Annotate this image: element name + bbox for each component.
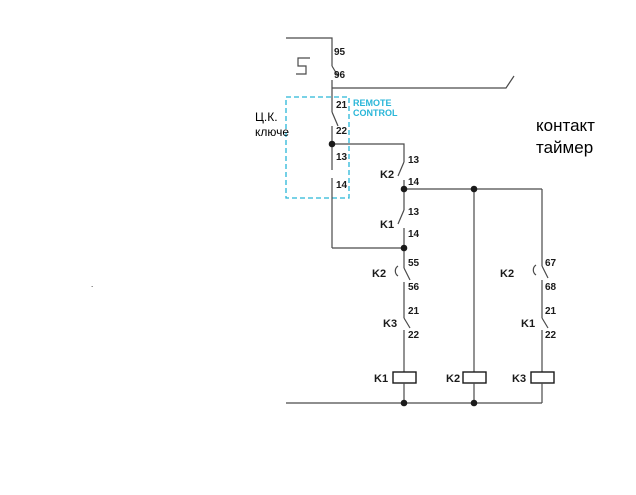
k2-terminal-13: 13 [408,155,420,166]
junction-dot [470,185,478,193]
remote-control-box [285,96,350,199]
timer-label-line2: таймер [536,138,593,157]
junction-dot [400,185,408,193]
k2-terminal-67: 67 [545,258,557,269]
k3-terminal-21: 21 [408,306,420,317]
junction-dot [400,399,408,407]
coil-k1 [392,371,417,384]
coil-k2-label: K2 [446,373,460,385]
junction-dot [470,399,478,407]
control-label: CONTROL [353,108,398,118]
terminal-96: 96 [334,70,346,81]
key-label-line1: Ц.К. [255,110,278,124]
terminal-95: 95 [334,47,346,58]
junction-dot [328,140,336,148]
coil-k2 [462,371,487,384]
remote-label: REMOTE [353,98,392,108]
k1-terminal-22: 22 [545,330,557,341]
k3-interlock-label: K3 [383,318,397,330]
k2-timed-left-label: K2 [372,268,386,280]
overload-contact [286,37,515,96]
junction-dot [400,244,408,252]
k2-terminal-68: 68 [545,282,557,293]
k2-main-label: K2 [380,169,394,181]
timer-label-line1: контакт [536,116,595,135]
k2-terminal-55: 55 [408,258,420,269]
k2-terminal-14: 14 [408,177,420,188]
terminal-14-remote: 14 [336,180,348,191]
k1-terminal-21: 21 [545,306,557,317]
key-label-line2: ключе [255,125,289,139]
coil-k1-label: K1 [374,373,388,385]
coil-k3-label: K3 [512,373,526,385]
k1-terminal-13: 13 [408,207,420,218]
terminal-22-remote: 22 [336,126,348,137]
k2-terminal-56: 56 [408,282,420,293]
terminal-21-remote: 21 [336,100,348,111]
k1-main-label: K1 [380,219,394,231]
terminal-13-remote: 13 [336,152,348,163]
coil-k3 [530,371,555,384]
stray-mark: . [91,280,93,289]
k3-terminal-22: 22 [408,330,420,341]
k1-terminal-14: 14 [408,229,420,240]
k2-timed-right-label: K2 [500,268,514,280]
k1-interlock-label: K1 [521,318,535,330]
